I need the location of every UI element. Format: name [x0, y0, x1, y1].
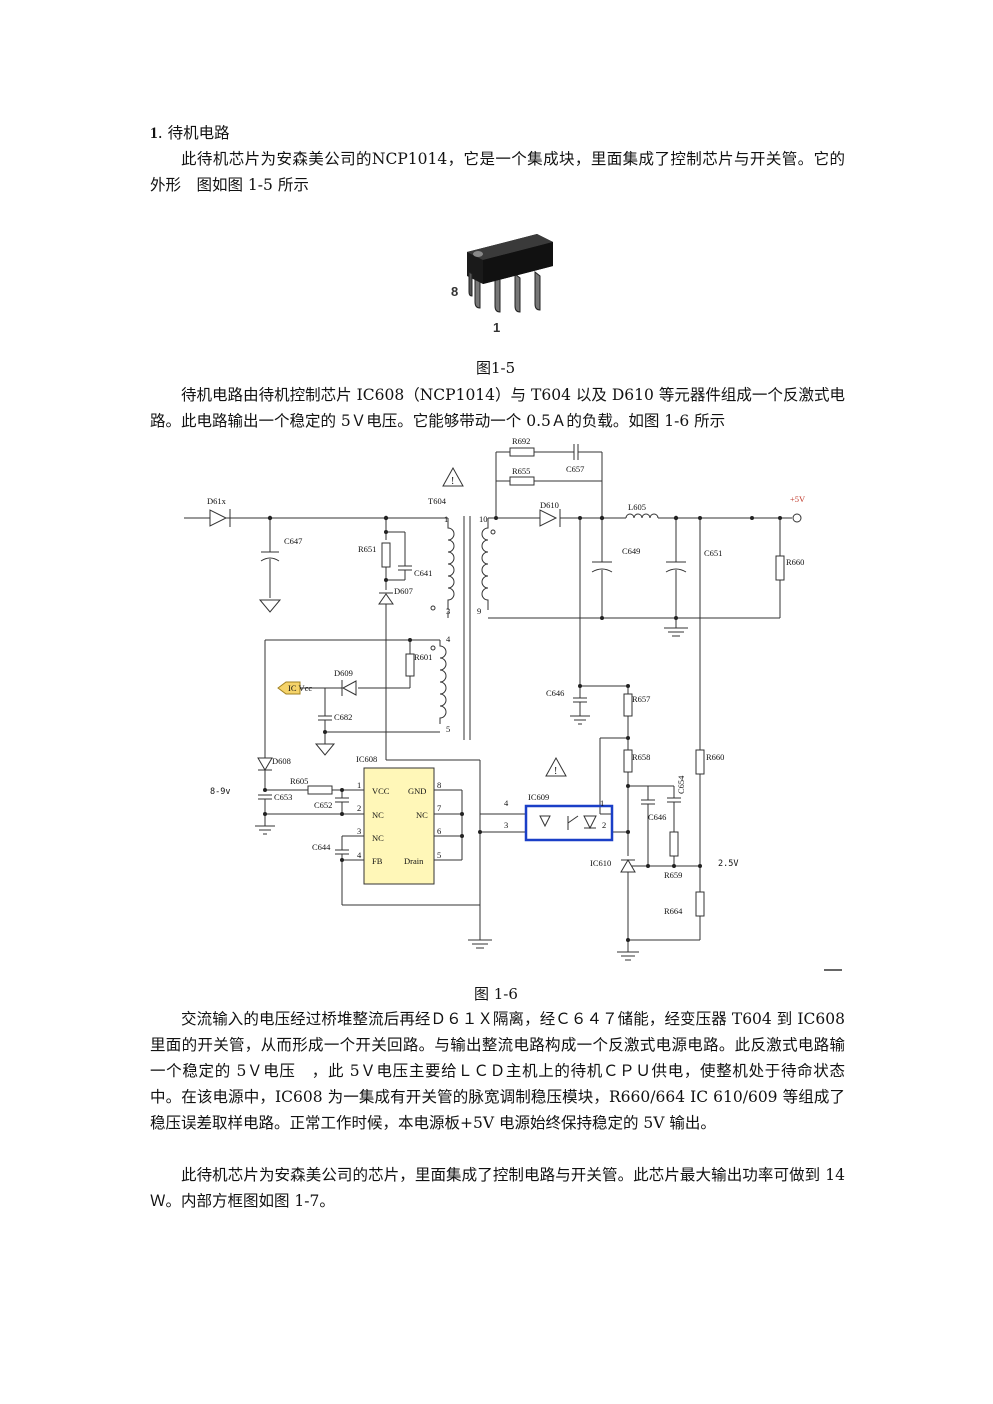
d609-label: D609	[334, 668, 353, 678]
pin-gnd-label: GND	[408, 786, 426, 796]
icvcc-label: IC Vcc	[288, 683, 312, 693]
r660-label: R660	[706, 752, 724, 762]
pin5-label: 5	[446, 724, 450, 734]
section-number: 1	[150, 125, 158, 142]
l605-label: L605	[628, 502, 646, 512]
pin-nc-1-label: NC	[372, 810, 384, 820]
pin4-label: 4	[446, 634, 451, 644]
ic608-pin-6: 6	[437, 826, 441, 836]
t604-label: T604	[428, 496, 447, 506]
dip8-package-image: 8 1	[451, 234, 553, 335]
pin1-label: 1	[444, 514, 448, 524]
r664-label: R664	[664, 906, 683, 916]
plus5v-label: +5V	[790, 494, 806, 504]
d61x-label: D61x	[207, 496, 227, 506]
pin-drain-label: Drain	[404, 856, 424, 866]
ic608-pin-2: 2	[357, 803, 361, 813]
pin-fb-label: FB	[372, 856, 383, 866]
c652-label: C652	[314, 800, 332, 810]
ic608-chip	[363, 767, 435, 885]
svg-text:!: !	[451, 476, 454, 487]
pin-nc-3-label: NC	[372, 833, 384, 843]
svg-text:!: !	[554, 766, 557, 777]
r655-label: R655	[512, 466, 530, 476]
r658-label: R658	[632, 752, 650, 762]
c657-label: C657	[566, 464, 584, 474]
pin10-label: 10	[479, 514, 488, 524]
opto-pin-2: 2	[602, 820, 606, 830]
r605-label: R605	[290, 776, 308, 786]
r660-top-label: R660	[786, 557, 804, 567]
opto-pin-3: 3	[504, 820, 508, 830]
opto-pin-1: 1	[600, 798, 604, 808]
section-title: 待机电路	[167, 124, 230, 142]
r601-label: R601	[414, 652, 432, 662]
ic608-pin-5: 5	[437, 850, 441, 860]
c644-label: C644	[312, 842, 331, 852]
v89-label: 8-9v	[210, 787, 230, 797]
paragraph-3: 交流输入的电压经过桥堆整流后再经Ｄ６１Ｘ隔离，经Ｃ６４７储能，经变压器 T604…	[150, 1010, 845, 1132]
c651-label: C651	[704, 548, 722, 558]
paragraph-4: 此待机芯片为安森美公司的芯片，里面集成了控制电路与开关管。此芯片最大输出功率可做…	[150, 1166, 845, 1210]
pin-vcc-label: VCC	[372, 786, 390, 796]
c682-label: C682	[334, 712, 352, 722]
ic608-pin-8: 8	[437, 780, 441, 790]
pin-8-label: 8	[451, 284, 458, 299]
c641-label: C641	[414, 568, 432, 578]
ic609-label: IC609	[528, 792, 549, 802]
section-heading: 1. 待机电路	[150, 124, 230, 142]
c653-label: C653	[274, 792, 292, 802]
warning-icon: !	[442, 466, 464, 487]
ic608-label: IC608	[356, 754, 377, 764]
paragraph-2: 待机电路由待机控制芯片 IC608（NCP1014）与 T604 以及 D610…	[150, 386, 845, 430]
standby-circuit-schematic: ! ! D61x C647 T604 R651 C641 D607 R692 R…	[184, 436, 842, 971]
r659-label: R659	[664, 870, 682, 880]
r657-label: R657	[632, 694, 650, 704]
c646-lower-label: C646	[648, 812, 666, 822]
d607-label: D607	[394, 586, 413, 596]
v25-label: 2.5V	[718, 859, 738, 869]
ic608-pin-3: 3	[357, 826, 361, 836]
c647-label: C647	[284, 536, 302, 546]
pin-1-label: 1	[493, 320, 500, 335]
ic608-pin-7: 7	[437, 803, 441, 813]
pin3-label: 3	[446, 606, 450, 616]
pin-nc-2-label: NC	[416, 810, 428, 820]
ic608-pin-1: 1	[357, 780, 361, 790]
figure-1-6-caption: 图 1-6	[474, 985, 518, 1003]
c654-label: C654	[676, 775, 686, 794]
d608-label: D608	[272, 756, 291, 766]
r651-label: R651	[358, 544, 376, 554]
ic608-pin-4: 4	[357, 850, 362, 860]
pin9-label: 9	[477, 606, 481, 616]
c646-upper-label: C646	[546, 688, 564, 698]
figure-1-5-caption: 图1-5	[476, 359, 516, 377]
r692-label: R692	[512, 436, 530, 446]
d610-label: D610	[540, 500, 559, 510]
c649-label: C649	[622, 546, 640, 556]
paragraph-1: 此待机芯片为安森美公司的NCP1014，它是一个集成块，里面集成了控制芯片与开关…	[150, 150, 845, 194]
ic610-label: IC610	[590, 858, 611, 868]
opto-pin-4: 4	[504, 798, 509, 808]
warning-icon: !	[545, 756, 567, 777]
